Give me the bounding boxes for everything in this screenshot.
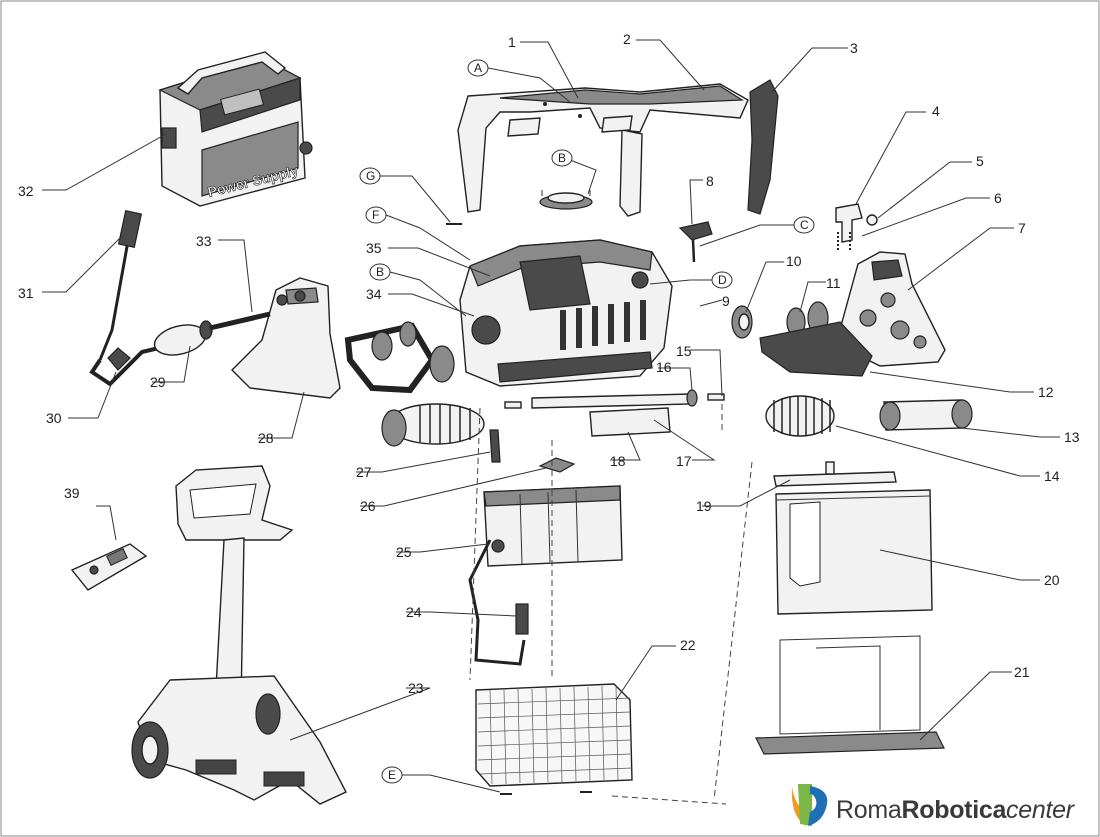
callout-27: 27 (356, 464, 372, 480)
callout-29: 29 (150, 374, 166, 390)
svg-text:B: B (558, 151, 566, 165)
pin-8 (678, 221, 713, 263)
callout-34: 34 (366, 286, 382, 302)
callout-12: 12 (1038, 384, 1054, 400)
callout-23: 23 (408, 680, 424, 696)
power-supply-box: Power Supply (158, 51, 313, 207)
main-body (459, 239, 673, 387)
callout-31: 31 (18, 285, 34, 301)
callout-15: 15 (676, 343, 692, 359)
pin-left (504, 401, 522, 409)
letter-callout-f: F (365, 206, 387, 224)
clip-19-tab (825, 461, 835, 475)
callout-19: 19 (696, 498, 712, 514)
svg-text:B: B (376, 265, 384, 279)
bracket-4 (835, 203, 878, 250)
callout-6: 6 (994, 190, 1002, 206)
clip-19 (773, 471, 897, 487)
svg-text:F: F (372, 208, 379, 222)
pin-15 (707, 393, 725, 401)
side-panel-left (231, 277, 341, 399)
letter-callout-g: G (359, 167, 381, 185)
callout-24: 24 (406, 604, 422, 620)
filter-20 (775, 489, 933, 615)
letter-callout-d: D (711, 271, 733, 289)
callout-25: 25 (396, 544, 412, 560)
callout-13: 13 (1064, 429, 1080, 445)
connector-24 (515, 603, 529, 635)
number-callouts: 1 2 3 4 5 6 7 8 9 10 11 12 13 14 15 16 1… (18, 31, 1080, 696)
leader-lines (42, 39, 1060, 793)
letter-callout-b-side: B (369, 263, 391, 281)
brand-name: RomaRoboticacenter (836, 796, 1076, 824)
swivel-cable (89, 209, 271, 387)
wheel-left (371, 321, 455, 383)
callout-26: 26 (360, 498, 376, 514)
brush-left (381, 403, 485, 447)
motor-unit-25 (483, 485, 623, 567)
callout-2: 2 (623, 31, 631, 47)
letter-callout-b-top: B (551, 149, 573, 167)
callout-20: 20 (1044, 572, 1060, 588)
callout-1: 1 (508, 34, 516, 50)
brand-mark-icon (791, 784, 828, 826)
callout-32: 32 (18, 183, 34, 199)
callout-11: 11 (826, 275, 841, 291)
callout-33: 33 (196, 233, 212, 249)
svg-text:D: D (718, 273, 727, 287)
callout-3: 3 (850, 40, 858, 56)
svg-text:G: G (366, 169, 375, 183)
clip-27 (489, 429, 501, 463)
side-panel-right (835, 251, 946, 367)
callout-9: 9 (722, 293, 730, 309)
callout-5: 5 (976, 153, 984, 169)
cable (468, 539, 526, 666)
callout-35: 35 (366, 240, 382, 256)
callout-39: 39 (64, 485, 80, 501)
letter-callout-a: A (467, 59, 489, 77)
callout-7: 7 (1018, 220, 1026, 236)
roller-13 (879, 399, 973, 431)
filter-basket-22 (475, 683, 633, 787)
callout-22: 22 (680, 637, 696, 653)
callout-4: 4 (932, 103, 940, 119)
letter-callouts: A B C D E F G B (359, 59, 815, 784)
handle-assembly (457, 79, 779, 217)
callout-28: 28 (258, 430, 274, 446)
assembly-line-left (469, 407, 481, 681)
svg-text:A: A (474, 61, 482, 75)
track-belt-12 (759, 321, 873, 377)
caddy-cart-23 (131, 465, 347, 805)
callout-14: 14 (1044, 468, 1060, 484)
callout-18: 18 (610, 453, 626, 469)
callout-16: 16 (656, 359, 672, 375)
bushing-16 (686, 389, 698, 407)
letter-callout-e: E (381, 766, 403, 784)
callout-10: 10 (786, 253, 802, 269)
brush-right (765, 395, 835, 437)
remote-control-39 (70, 543, 148, 591)
bracket-18 (589, 407, 671, 437)
impeller-26 (538, 457, 576, 473)
callout-21: 21 (1014, 664, 1030, 680)
filter-frame-21 (755, 635, 945, 755)
svg-text:E: E (388, 768, 396, 782)
letter-callout-c: C (793, 216, 815, 234)
callout-8: 8 (706, 173, 714, 189)
filter-cap (539, 190, 593, 210)
brand-logo: RomaRoboticacenter (791, 784, 1076, 826)
assembly-line-c (611, 795, 727, 805)
svg-text:C: C (800, 218, 809, 232)
callout-30: 30 (46, 410, 62, 426)
assembly-line-b (713, 461, 753, 801)
callout-17: 17 (676, 453, 692, 469)
wheel-10 (731, 305, 753, 339)
